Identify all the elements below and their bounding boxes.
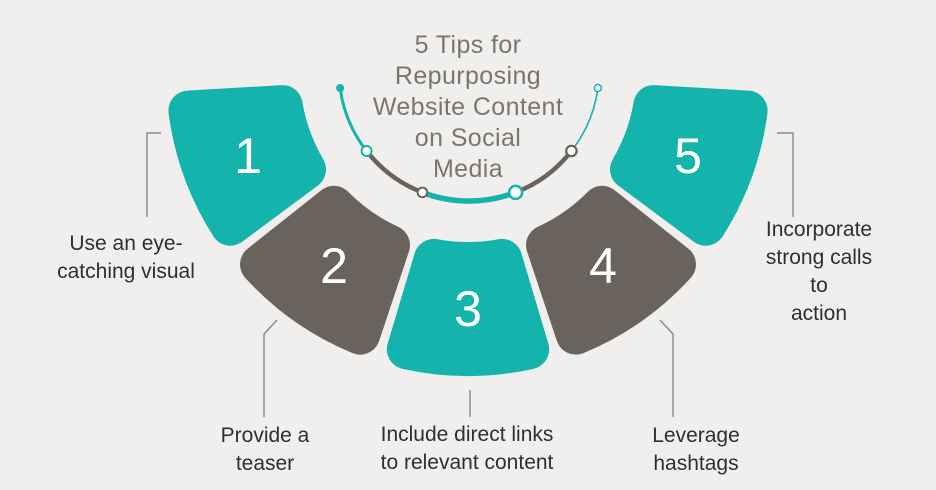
connector-lines xyxy=(146,132,794,417)
tip-1-connector-line xyxy=(146,132,161,217)
tip-wedge-2 xyxy=(240,185,410,355)
arc-segment-3 xyxy=(421,189,517,204)
tip-wedge-3 xyxy=(386,238,550,376)
arc-segment-1 xyxy=(338,87,368,152)
tip-3-label: Include direct links to relevant content xyxy=(380,423,554,474)
arc-node-icon-1 xyxy=(360,145,373,157)
tip-wedges xyxy=(168,85,768,376)
tip-2-number: 2 xyxy=(320,238,348,294)
tip-2-connector-line xyxy=(263,319,278,417)
tip-4-connector-line xyxy=(659,319,674,417)
arc-start-dot-icon xyxy=(336,84,345,92)
tip-2-label: Provide a teaser xyxy=(220,424,310,475)
infographic-title: 5 Tips for Repurposing Website Content o… xyxy=(372,31,564,183)
progress-arc xyxy=(336,83,603,204)
tip-4-number: 4 xyxy=(589,238,617,294)
tip-wedge-1 xyxy=(168,85,326,246)
tip-5-label: Incorporate strong calls to action xyxy=(765,218,873,325)
arc-node-icon-3 xyxy=(507,184,524,201)
arc-segment-5 xyxy=(570,87,599,152)
tip-5-number: 5 xyxy=(674,128,702,184)
arc-node-icon-4 xyxy=(565,144,578,158)
tip-4-label: Leverage hashtags xyxy=(652,424,740,475)
arc-node-icon-5 xyxy=(593,83,603,93)
arc-node-icon-2 xyxy=(416,186,429,199)
tip-5-connector-line xyxy=(777,132,794,217)
tip-wedge-5 xyxy=(610,85,768,246)
tip-1-label: Use an eye- catching visual xyxy=(57,232,195,283)
tip-3-number: 3 xyxy=(454,281,482,337)
tip-wedge-4 xyxy=(526,185,696,355)
tip-1-number: 1 xyxy=(234,128,262,184)
